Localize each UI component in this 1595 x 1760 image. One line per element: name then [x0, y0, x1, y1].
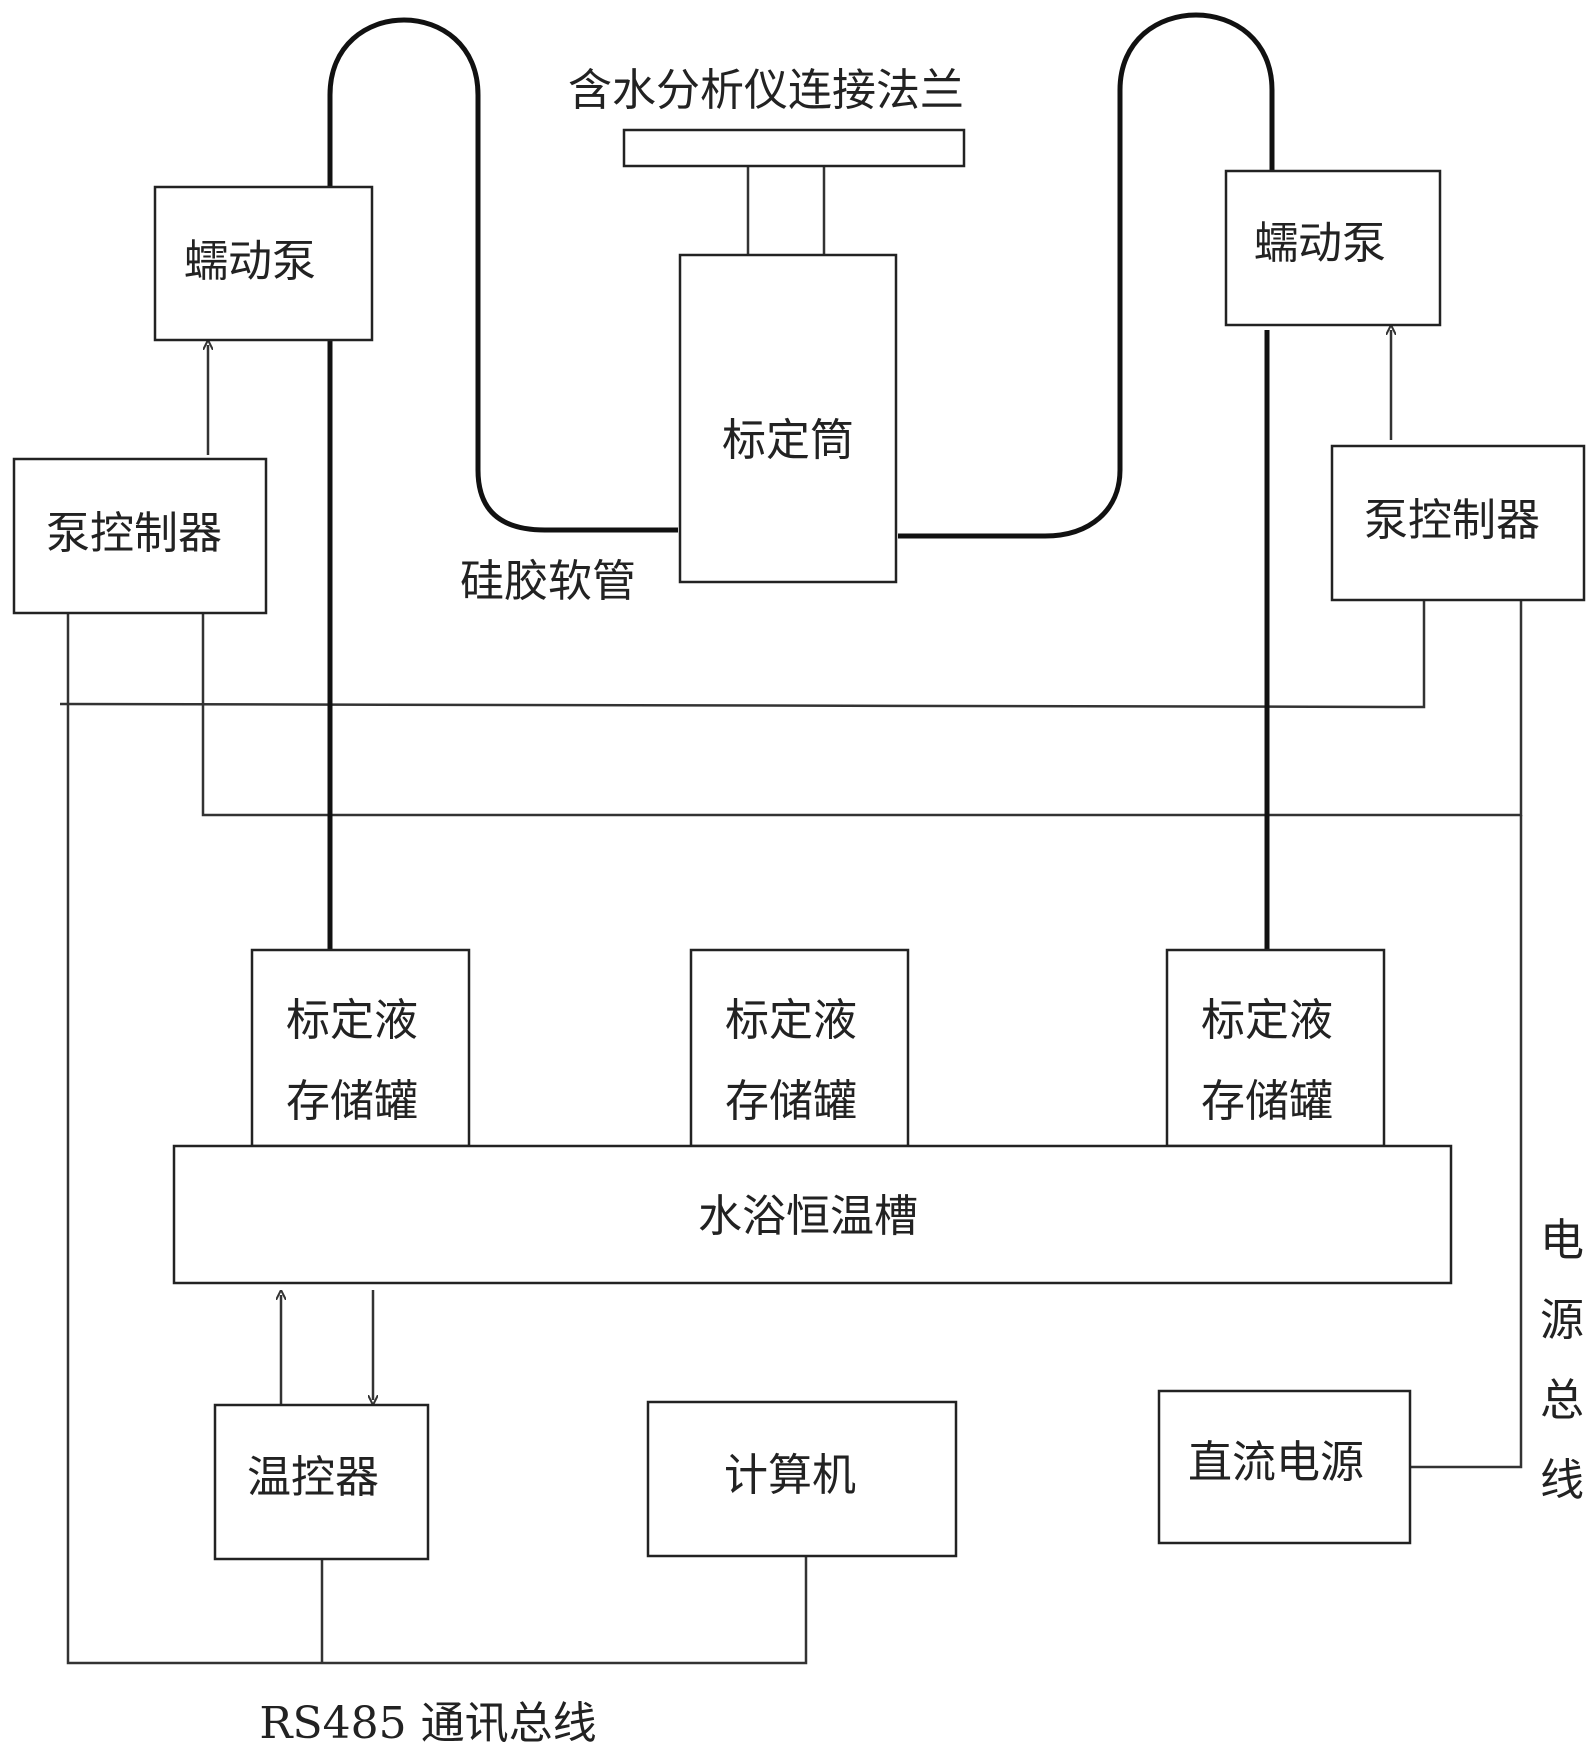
water-bath: 水浴恒温槽: [172, 1144, 1453, 1285]
thermostat-label: 温控器: [247, 1452, 379, 1503]
storage-tank-1: 标定液 存储罐: [250, 948, 471, 1148]
storage-tank-2-line1: 标定液: [725, 995, 857, 1046]
peristaltic-pump-left: 蠕动泵: [153, 185, 374, 342]
power-bus-char-2: 源: [1540, 1295, 1584, 1346]
power-bus-char-4: 线: [1540, 1455, 1584, 1506]
computer: 计算机: [646, 1400, 958, 1558]
storage-tank-3-line2: 存储罐: [1201, 1076, 1333, 1127]
flange-label: 含水分析仪连接法兰: [568, 65, 964, 116]
pump-controller-left: 泵控制器: [12, 457, 268, 615]
dc-power-supply: 直流电源: [1157, 1389, 1412, 1545]
peristaltic-pump-right-label: 蠕动泵: [1254, 218, 1386, 269]
power-bus-char-3: 总: [1540, 1375, 1584, 1426]
storage-tank-3-line1: 标定液: [1201, 995, 1333, 1046]
flange: 含水分析仪连接法兰: [568, 65, 966, 168]
rs485-bus-label: RS485 通讯总线: [259, 1698, 596, 1749]
water-bath-label: 水浴恒温槽: [698, 1191, 918, 1242]
power-bus-char-1: 电: [1540, 1215, 1584, 1266]
peristaltic-pump-left-label: 蠕动泵: [184, 236, 316, 287]
storage-tank-1-line2: 存储罐: [286, 1076, 418, 1127]
storage-tank-1-line1: 标定液: [286, 995, 418, 1046]
rs485-bus-wires: [59, 600, 1426, 1665]
storage-tank-2: 标定液 存储罐: [689, 948, 910, 1148]
pump-controller-right: 泵控制器: [1330, 444, 1586, 602]
silicone-hose-left: [327, 17, 678, 950]
storage-tank-2-line2: 存储罐: [725, 1076, 857, 1127]
calibration-cylinder-label: 标定筒: [722, 415, 854, 466]
computer-label: 计算机: [724, 1450, 856, 1501]
power-bus-wires: [201, 600, 1523, 1469]
silicone-hose-right: [898, 12, 1275, 950]
peristaltic-pump-right: 蠕动泵: [1224, 169, 1442, 327]
calibration-cylinder: 标定筒: [678, 253, 898, 584]
flange-stems: [746, 166, 826, 255]
pump-controller-right-label: 泵控制器: [1364, 495, 1540, 546]
storage-tank-3: 标定液 存储罐: [1165, 948, 1386, 1148]
dc-power-supply-label: 直流电源: [1188, 1437, 1364, 1488]
pump-controller-left-label: 泵控制器: [46, 508, 222, 559]
silicone-hose-label: 硅胶软管: [460, 556, 636, 607]
thermostat: 温控器: [213, 1403, 430, 1561]
power-bus-label: 电 源 总 线: [1540, 1215, 1584, 1506]
